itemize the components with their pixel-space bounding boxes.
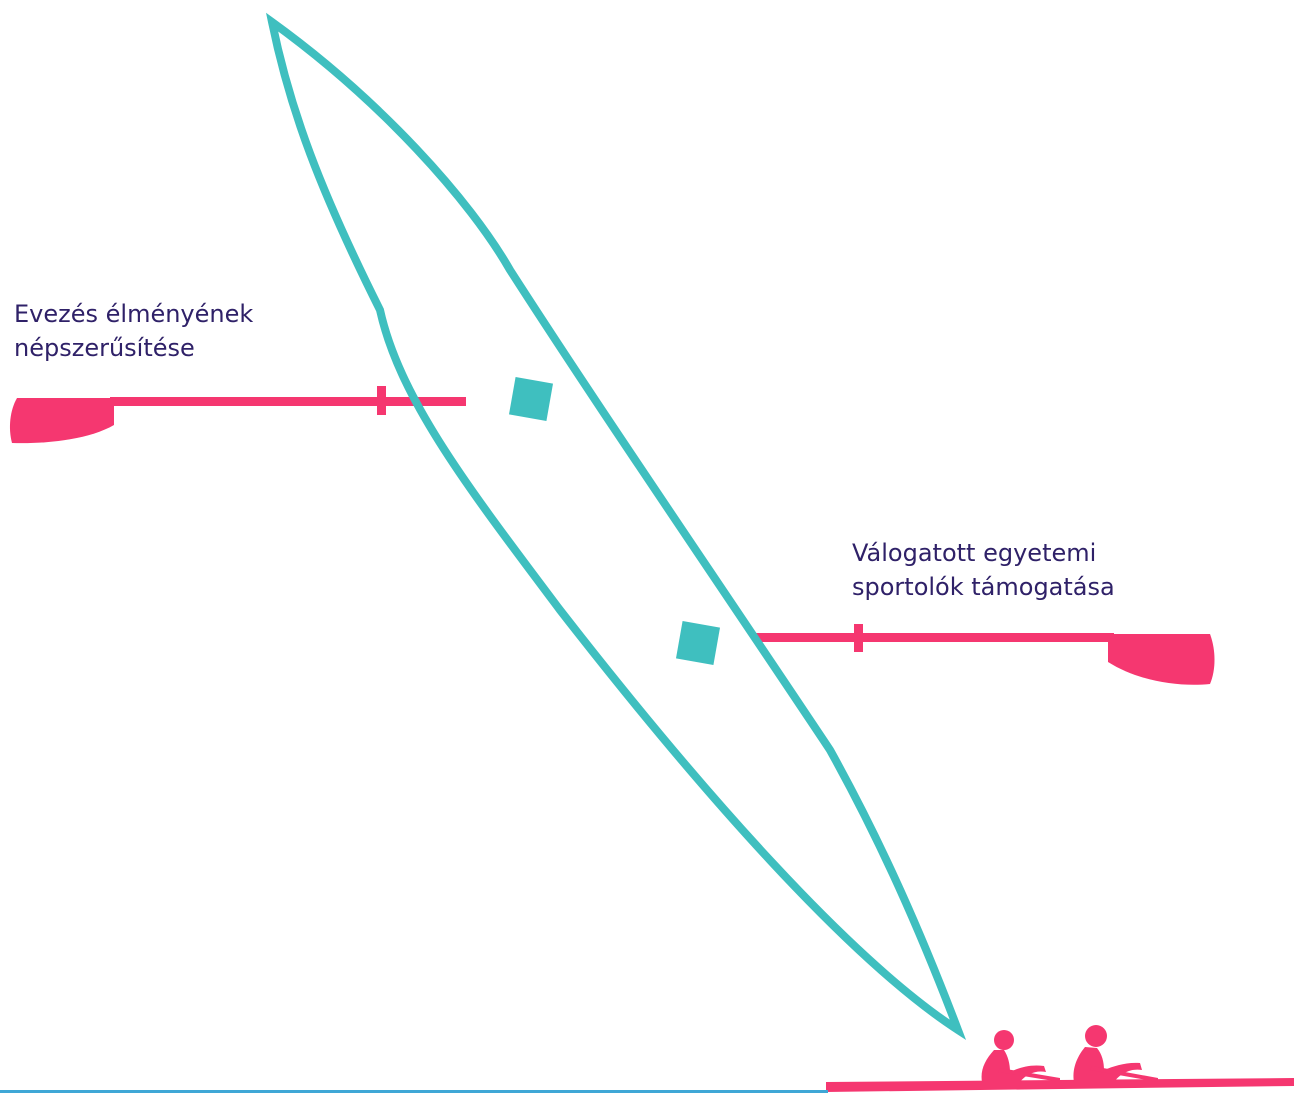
oar-left-shaft (110, 397, 466, 406)
oar-right-blade (1108, 634, 1215, 685)
goal-left-label: Evezés élményének népszerűsítése (14, 300, 254, 362)
boat-outline-icon (266, 12, 967, 1041)
rower-1-oar (998, 1068, 1060, 1082)
oar-left-blade (9, 398, 115, 444)
bottom-divider (0, 1090, 828, 1093)
rower-2-body (1073, 1047, 1142, 1082)
seat-upper-icon (508, 376, 554, 422)
oar-right-icon (754, 624, 1215, 685)
rower-2-oar (1090, 1066, 1158, 1082)
rower-1-head (994, 1030, 1014, 1050)
rower-2-head (1085, 1025, 1107, 1047)
goal-right-label: Válogatott egyetemi sportolók támogatása (852, 539, 1115, 601)
oar-right-collar (854, 624, 863, 652)
oar-right-shaft (754, 633, 1114, 642)
rowers-silhouette-icon (826, 1025, 1294, 1092)
seat-lower-icon (675, 620, 721, 666)
rower-1-body (981, 1050, 1046, 1082)
oar-left-collar (377, 386, 386, 415)
scull-hull (826, 1078, 1294, 1092)
oar-left-icon (9, 386, 466, 444)
